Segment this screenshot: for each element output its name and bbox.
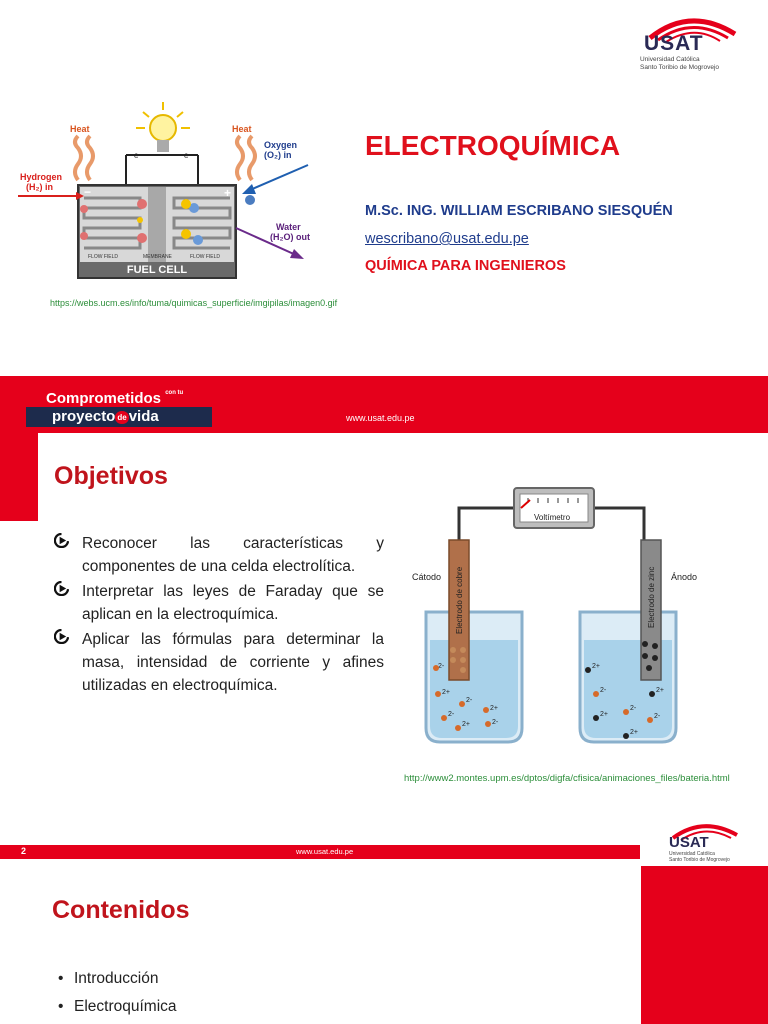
contents-item: Electroquímica (58, 993, 177, 1021)
svg-text:2-: 2- (448, 711, 455, 718)
logo-subtitle-line2: Santo Toribio de Mogrovejo (640, 64, 720, 71)
svg-text:2-: 2- (654, 713, 661, 720)
usat-logo-subtitle-small: Universidad Católica Santo Toribio de Mo… (669, 851, 730, 863)
usat-arc-icon (671, 824, 738, 841)
usat-arc-icon (648, 18, 737, 43)
svg-text:Cátodo: Cátodo (412, 572, 441, 582)
arrow-bullet-icon (54, 629, 69, 644)
svg-text:2+: 2+ (630, 729, 638, 736)
banner-vida: vida (128, 408, 159, 425)
svg-text:Electrodo de zinc: Electrodo de zinc (647, 567, 656, 628)
arrow-bullet-icon (54, 533, 69, 548)
svg-text:(H₂O) out: (H₂O) out (270, 232, 310, 242)
svg-text:e: e (134, 151, 139, 160)
usat-logo: USAT Universidad Católica Santo Toribio … (640, 12, 750, 72)
footer-url[interactable]: www.usat.edu.pe (296, 847, 354, 856)
contents-item: Introducción (58, 965, 177, 993)
svg-text:2+: 2+ (656, 687, 664, 694)
banner-slogan-line1: Comprometidos con tu (46, 390, 183, 407)
svg-text:(O₂) in: (O₂) in (264, 150, 292, 160)
page-number: 2 (21, 846, 27, 856)
objective-item: Reconocer las características y componen… (54, 532, 384, 578)
svg-text:FLOW FIELD: FLOW FIELD (190, 254, 220, 260)
svg-text:2-: 2- (492, 719, 499, 726)
slide2-accent-bar (0, 433, 38, 521)
objectives-title: Objetivos (54, 462, 168, 490)
bulb-icon (149, 114, 177, 142)
usat-logo-text: USAT (644, 32, 704, 55)
title-slide: USAT Universidad Católica Santo Toribio … (0, 0, 768, 376)
svg-text:Water: Water (276, 222, 301, 232)
objective-text: Reconocer las características y componen… (82, 535, 384, 575)
image-source-link-1[interactable]: https://webs.ucm.es/info/tuma/quimicas_s… (50, 298, 338, 308)
author-name: M.Sc. ING. WILLIAM ESCRIBANO SIESQUÉN (365, 203, 673, 219)
contents-list: Introducción Electroquímica (58, 965, 177, 1021)
contents-title: Contenidos (52, 896, 190, 924)
objective-text: Aplicar las fórmulas para determinar la … (82, 631, 384, 694)
svg-text:Hydrogen: Hydrogen (20, 172, 62, 182)
author-email-link[interactable]: wescribano@usat.edu.pe (365, 231, 529, 247)
banner-de-badge: de (115, 410, 129, 424)
svg-text:Heat: Heat (70, 124, 90, 134)
slide3-accent-block (641, 866, 768, 1024)
svg-text:2+: 2+ (592, 663, 600, 670)
svg-text:FLOW FIELD: FLOW FIELD (88, 254, 118, 260)
usat-logo-small: USAT Universidad Católica Santo Toribio … (667, 820, 747, 864)
svg-text:2-: 2- (630, 705, 637, 712)
banner-line1-text: Comprometidos (46, 390, 162, 407)
objective-item: Interpretar las leyes de Faraday que se … (54, 580, 384, 626)
svg-text:Voltímetro: Voltímetro (534, 513, 571, 522)
banner-con-tu: con tu (165, 390, 184, 396)
svg-text:2-: 2- (600, 687, 607, 694)
usat-logo-subtitle: Universidad Católica Santo Toribio de Mo… (640, 56, 719, 72)
svg-text:Ánodo: Ánodo (671, 572, 697, 582)
logo-subtitle-line2-small: Santo Toribio de Mogrovejo (669, 857, 730, 863)
svg-text:2+: 2+ (600, 711, 608, 718)
svg-text:2-: 2- (438, 663, 445, 670)
svg-text:2+: 2+ (442, 689, 450, 696)
arrow-bullet-icon (54, 581, 69, 596)
svg-text:2-: 2- (466, 697, 473, 704)
banner-proyecto: proyecto (52, 408, 116, 425)
svg-text:Oxygen: Oxygen (264, 140, 297, 150)
svg-text:−: − (84, 185, 91, 199)
banner-url[interactable]: www.usat.edu.pe (346, 413, 415, 423)
svg-text:MEMBRANE: MEMBRANE (143, 254, 173, 260)
svg-text:2+: 2+ (490, 705, 498, 712)
usat-logo-text-small: USAT (669, 834, 709, 851)
course-name: QUÍMICA PARA INGENIEROS (365, 258, 566, 274)
svg-text:Heat: Heat (232, 124, 252, 134)
svg-text:+: + (224, 186, 231, 200)
svg-text:2+: 2+ (462, 721, 470, 728)
fuel-cell-diagram: e e Heat Heat − + FLOW FIELD MEMBRANE FL… (18, 102, 310, 279)
svg-text:e: e (184, 151, 189, 160)
objective-item: Aplicar las fórmulas para determinar la … (54, 628, 384, 697)
objective-text: Interpretar las leyes de Faraday que se … (82, 583, 384, 623)
logo-subtitle-line1-small: Universidad Católica (669, 851, 715, 857)
svg-text:FUEL CELL: FUEL CELL (127, 264, 188, 276)
logo-subtitle-line1: Universidad Católica (640, 56, 700, 63)
image-source-link-2[interactable]: http://www2.montes.upm.es/dptos/digfa/cf… (404, 773, 730, 784)
svg-text:Electrodo de cobre: Electrodo de cobre (455, 566, 464, 634)
svg-text:(H₂) in: (H₂) in (26, 182, 53, 192)
galvanic-cell-diagram: Voltímetro Cátodo Ánodo Electrodo de cob… (412, 487, 697, 744)
copper-electrode (448, 539, 470, 681)
presentation-title: ELECTROQUÍMICA (365, 130, 621, 161)
objectives-list: Reconocer las características y componen… (54, 532, 384, 699)
slide2-footer: 2 www.usat.edu.pe (0, 845, 640, 859)
